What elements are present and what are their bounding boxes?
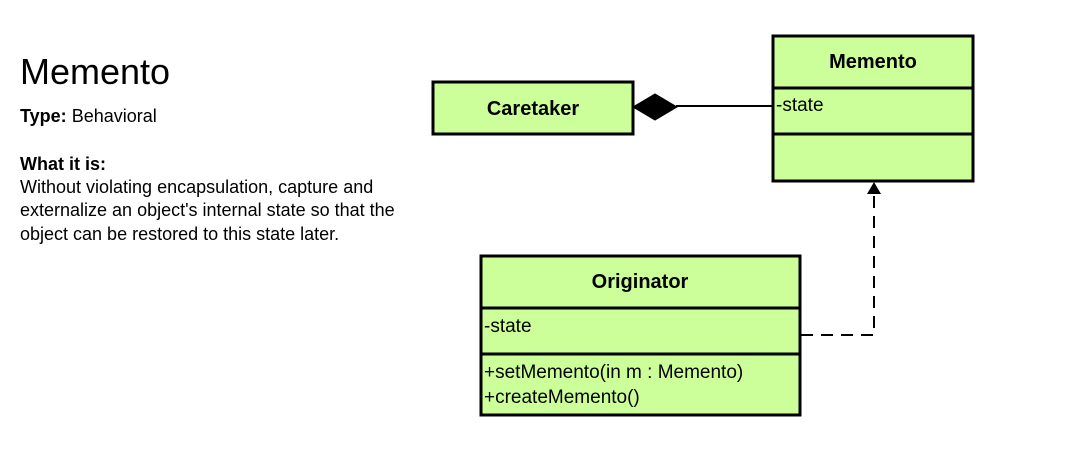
caretaker-name: Caretaker bbox=[487, 98, 580, 120]
pattern-info-panel: Memento Type: Behavioral What it is: Wit… bbox=[20, 52, 430, 246]
dependency-arrowhead bbox=[867, 182, 881, 194]
originator-box bbox=[479, 254, 802, 417]
page-title: Memento bbox=[20, 51, 171, 92]
originator-attribute: -state bbox=[484, 316, 532, 337]
class-originator: Originator -state +setMemento(in m : Mem… bbox=[479, 254, 802, 417]
composition-relationship bbox=[632, 93, 773, 121]
what-it-is-heading: What it is: bbox=[20, 153, 106, 174]
caretaker-box bbox=[431, 80, 635, 136]
originator-name: Originator bbox=[592, 271, 689, 293]
class-memento: Memento -state bbox=[771, 34, 975, 183]
composition-diamond bbox=[632, 93, 678, 121]
class-caretaker: Caretaker bbox=[431, 80, 635, 136]
memento-name: Memento bbox=[829, 51, 917, 73]
dependency-relationship bbox=[801, 182, 881, 336]
pattern-description: Without violating encapsulation, capture… bbox=[20, 176, 395, 244]
type-label: Type: bbox=[20, 105, 67, 126]
pattern-type: Type: Behavioral bbox=[20, 106, 430, 127]
type-value: Behavioral bbox=[71, 105, 157, 126]
originator-operation-create-memento: +createMemento() bbox=[484, 387, 640, 408]
dependency-line bbox=[801, 192, 875, 336]
originator-operation-set-memento: +setMemento(in m : Memento) bbox=[484, 362, 743, 383]
memento-box bbox=[771, 34, 975, 183]
memento-attribute: -state bbox=[776, 95, 824, 116]
